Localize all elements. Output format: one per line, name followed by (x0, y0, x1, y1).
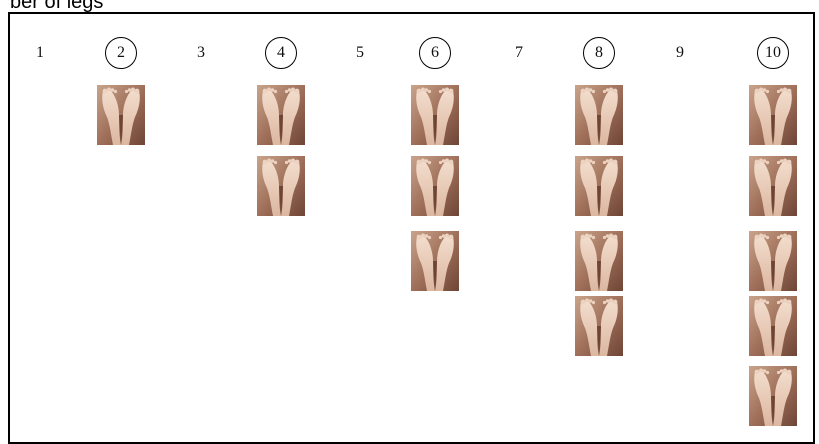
diagram-frame (8, 12, 815, 444)
feet-icon (749, 296, 797, 356)
feet-icon (411, 85, 459, 145)
number-label-9: 9 (665, 44, 695, 62)
feet-icon (575, 231, 623, 291)
feet-icon (575, 156, 623, 216)
feet-icon (749, 231, 797, 291)
feet-icon (575, 85, 623, 145)
feet-icon (749, 85, 797, 145)
number-circle-10 (757, 37, 789, 69)
feet-icon (411, 231, 459, 291)
number-circle-2 (105, 37, 137, 69)
number-circle-6 (419, 37, 451, 69)
feet-icon (749, 156, 797, 216)
number-label-3: 3 (186, 44, 216, 62)
number-label-1: 1 (25, 44, 55, 62)
feet-icon (411, 156, 459, 216)
number-label-5: 5 (345, 44, 375, 62)
feet-icon (257, 156, 305, 216)
feet-icon (749, 366, 797, 426)
feet-icon (97, 85, 145, 145)
number-circle-8 (583, 37, 615, 69)
number-circle-4 (265, 37, 297, 69)
number-label-7: 7 (504, 44, 534, 62)
feet-icon (575, 296, 623, 356)
feet-icon (257, 85, 305, 145)
